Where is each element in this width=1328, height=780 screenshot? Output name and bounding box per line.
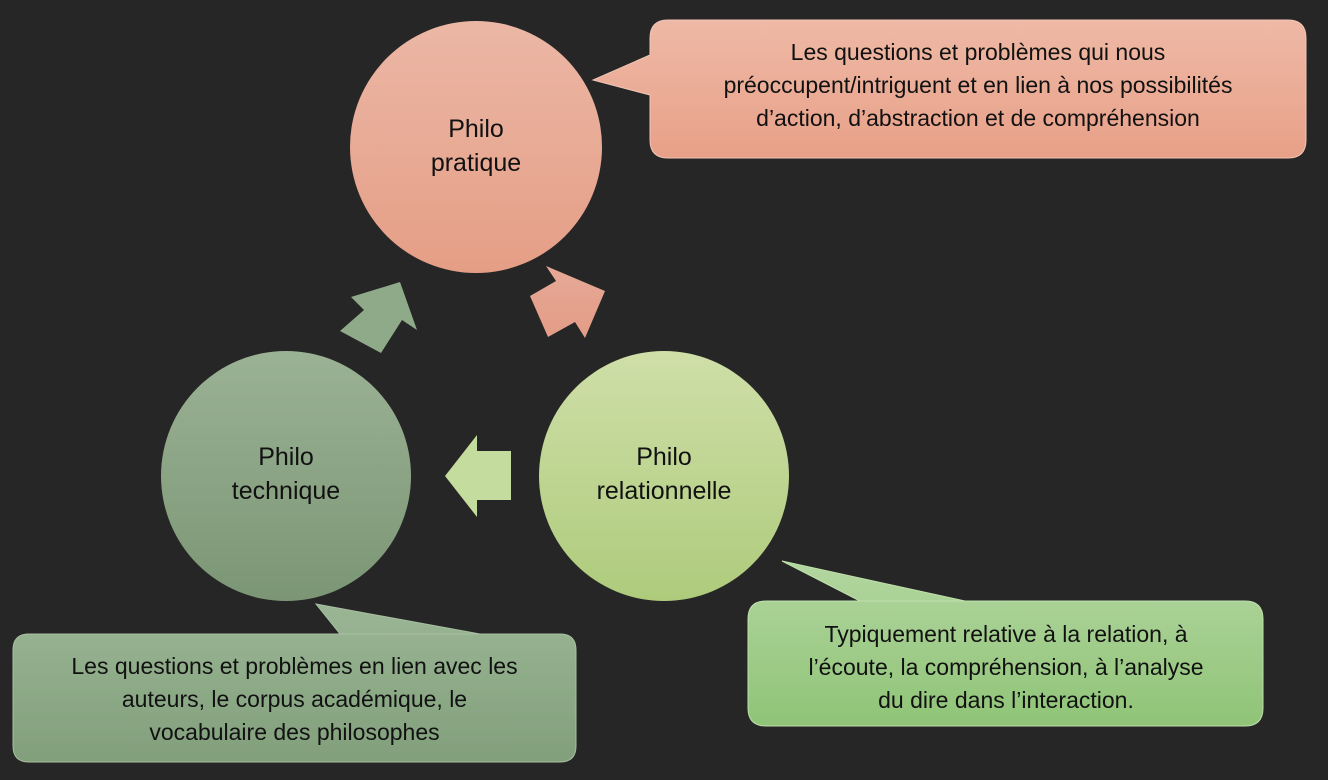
arrow-technique-to-pratique xyxy=(340,282,417,353)
node-pratique-label: Philo pratique xyxy=(376,112,576,180)
callout-relationnelle-text: Typiquement relative à la relation, à l’… xyxy=(756,618,1256,717)
callout-technique-bubble xyxy=(12,603,577,763)
callout-technique-line: Les questions et problèmes en lien avec … xyxy=(71,653,518,679)
callout-technique-line: auteurs, le corpus académique, le xyxy=(121,686,468,712)
callout-pratique-line: Les questions et problèmes qui nous xyxy=(790,39,1166,65)
arrow-pratique-to-relationnelle xyxy=(530,266,605,338)
node-pratique-line1: Philo xyxy=(448,115,504,143)
callout-technique-text: Les questions et problèmes en lien avec … xyxy=(22,650,567,749)
callout-relationnelle-bubble xyxy=(747,560,1264,727)
callout-pratique-text: Les questions et problèmes qui nous préo… xyxy=(660,36,1296,135)
callout-relationnelle-line: du dire dans l’interaction. xyxy=(878,687,1134,713)
callout-technique-line: vocabulaire des philosophes xyxy=(149,719,440,745)
node-relationnelle-circle xyxy=(539,351,789,601)
node-technique-circle xyxy=(161,351,411,601)
node-pratique-circle xyxy=(350,21,602,273)
callout-pratique-line: d’action, d’abstraction et de compréhens… xyxy=(756,105,1200,131)
callout-pratique-line: préoccupent/intriguent et en lien à nos … xyxy=(723,72,1233,98)
node-pratique-line2: pratique xyxy=(430,149,522,177)
node-technique-line1: Philo xyxy=(258,443,314,471)
node-relationnelle-line1: Philo xyxy=(636,443,692,471)
node-technique-line2: technique xyxy=(231,477,341,505)
node-technique-label: Philo technique xyxy=(186,440,386,508)
callout-relationnelle-line: Typiquement relative à la relation, à xyxy=(824,621,1188,647)
callout-pratique-bubble xyxy=(591,19,1307,159)
callout-relationnelle-line: l’écoute, la compréhension, à l’analyse xyxy=(808,654,1204,680)
arrow-relationnelle-to-technique xyxy=(445,435,511,517)
node-relationnelle-line2: relationnelle xyxy=(596,477,732,505)
node-relationnelle-label: Philo relationnelle xyxy=(564,440,764,508)
